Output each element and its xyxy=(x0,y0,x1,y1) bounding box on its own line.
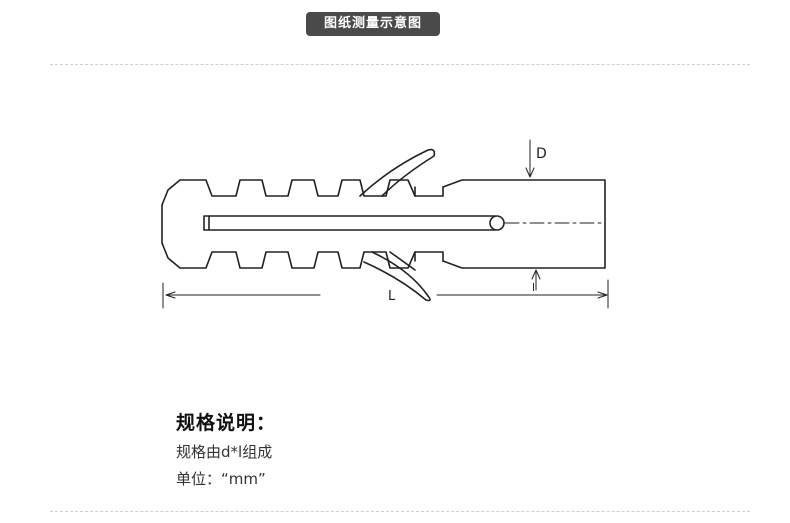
diagram-title-badge: 图纸测量示意图 xyxy=(306,12,440,36)
lower-barb-2 xyxy=(389,251,416,271)
anchor-plug-drawing: D L l xyxy=(161,139,609,309)
label-small-d: l xyxy=(532,281,535,294)
spec-title: 规格说明： xyxy=(176,412,277,434)
central-slot xyxy=(203,215,496,231)
bottom-divider xyxy=(50,511,750,512)
top-divider xyxy=(50,64,750,65)
slot-end-circle xyxy=(489,215,505,231)
label-length: L xyxy=(388,289,396,304)
lower-barb xyxy=(363,251,431,302)
plug-tube-outline xyxy=(442,179,606,269)
lower-rib-profile xyxy=(161,242,416,269)
d-arrow-head xyxy=(525,167,535,178)
upper-barb xyxy=(359,148,436,197)
length-arrow-left xyxy=(165,291,176,299)
spec-line-size: 规格由d*l组成 xyxy=(176,443,273,461)
label-d: D xyxy=(536,146,547,162)
length-arrow-right xyxy=(597,291,608,299)
upper-rib-profile xyxy=(161,179,416,206)
plug-step-top xyxy=(414,186,444,197)
plug-step-bottom xyxy=(414,251,444,262)
spec-line-unit: 单位：“mm” xyxy=(176,470,266,488)
l-arrow-head xyxy=(531,269,541,280)
